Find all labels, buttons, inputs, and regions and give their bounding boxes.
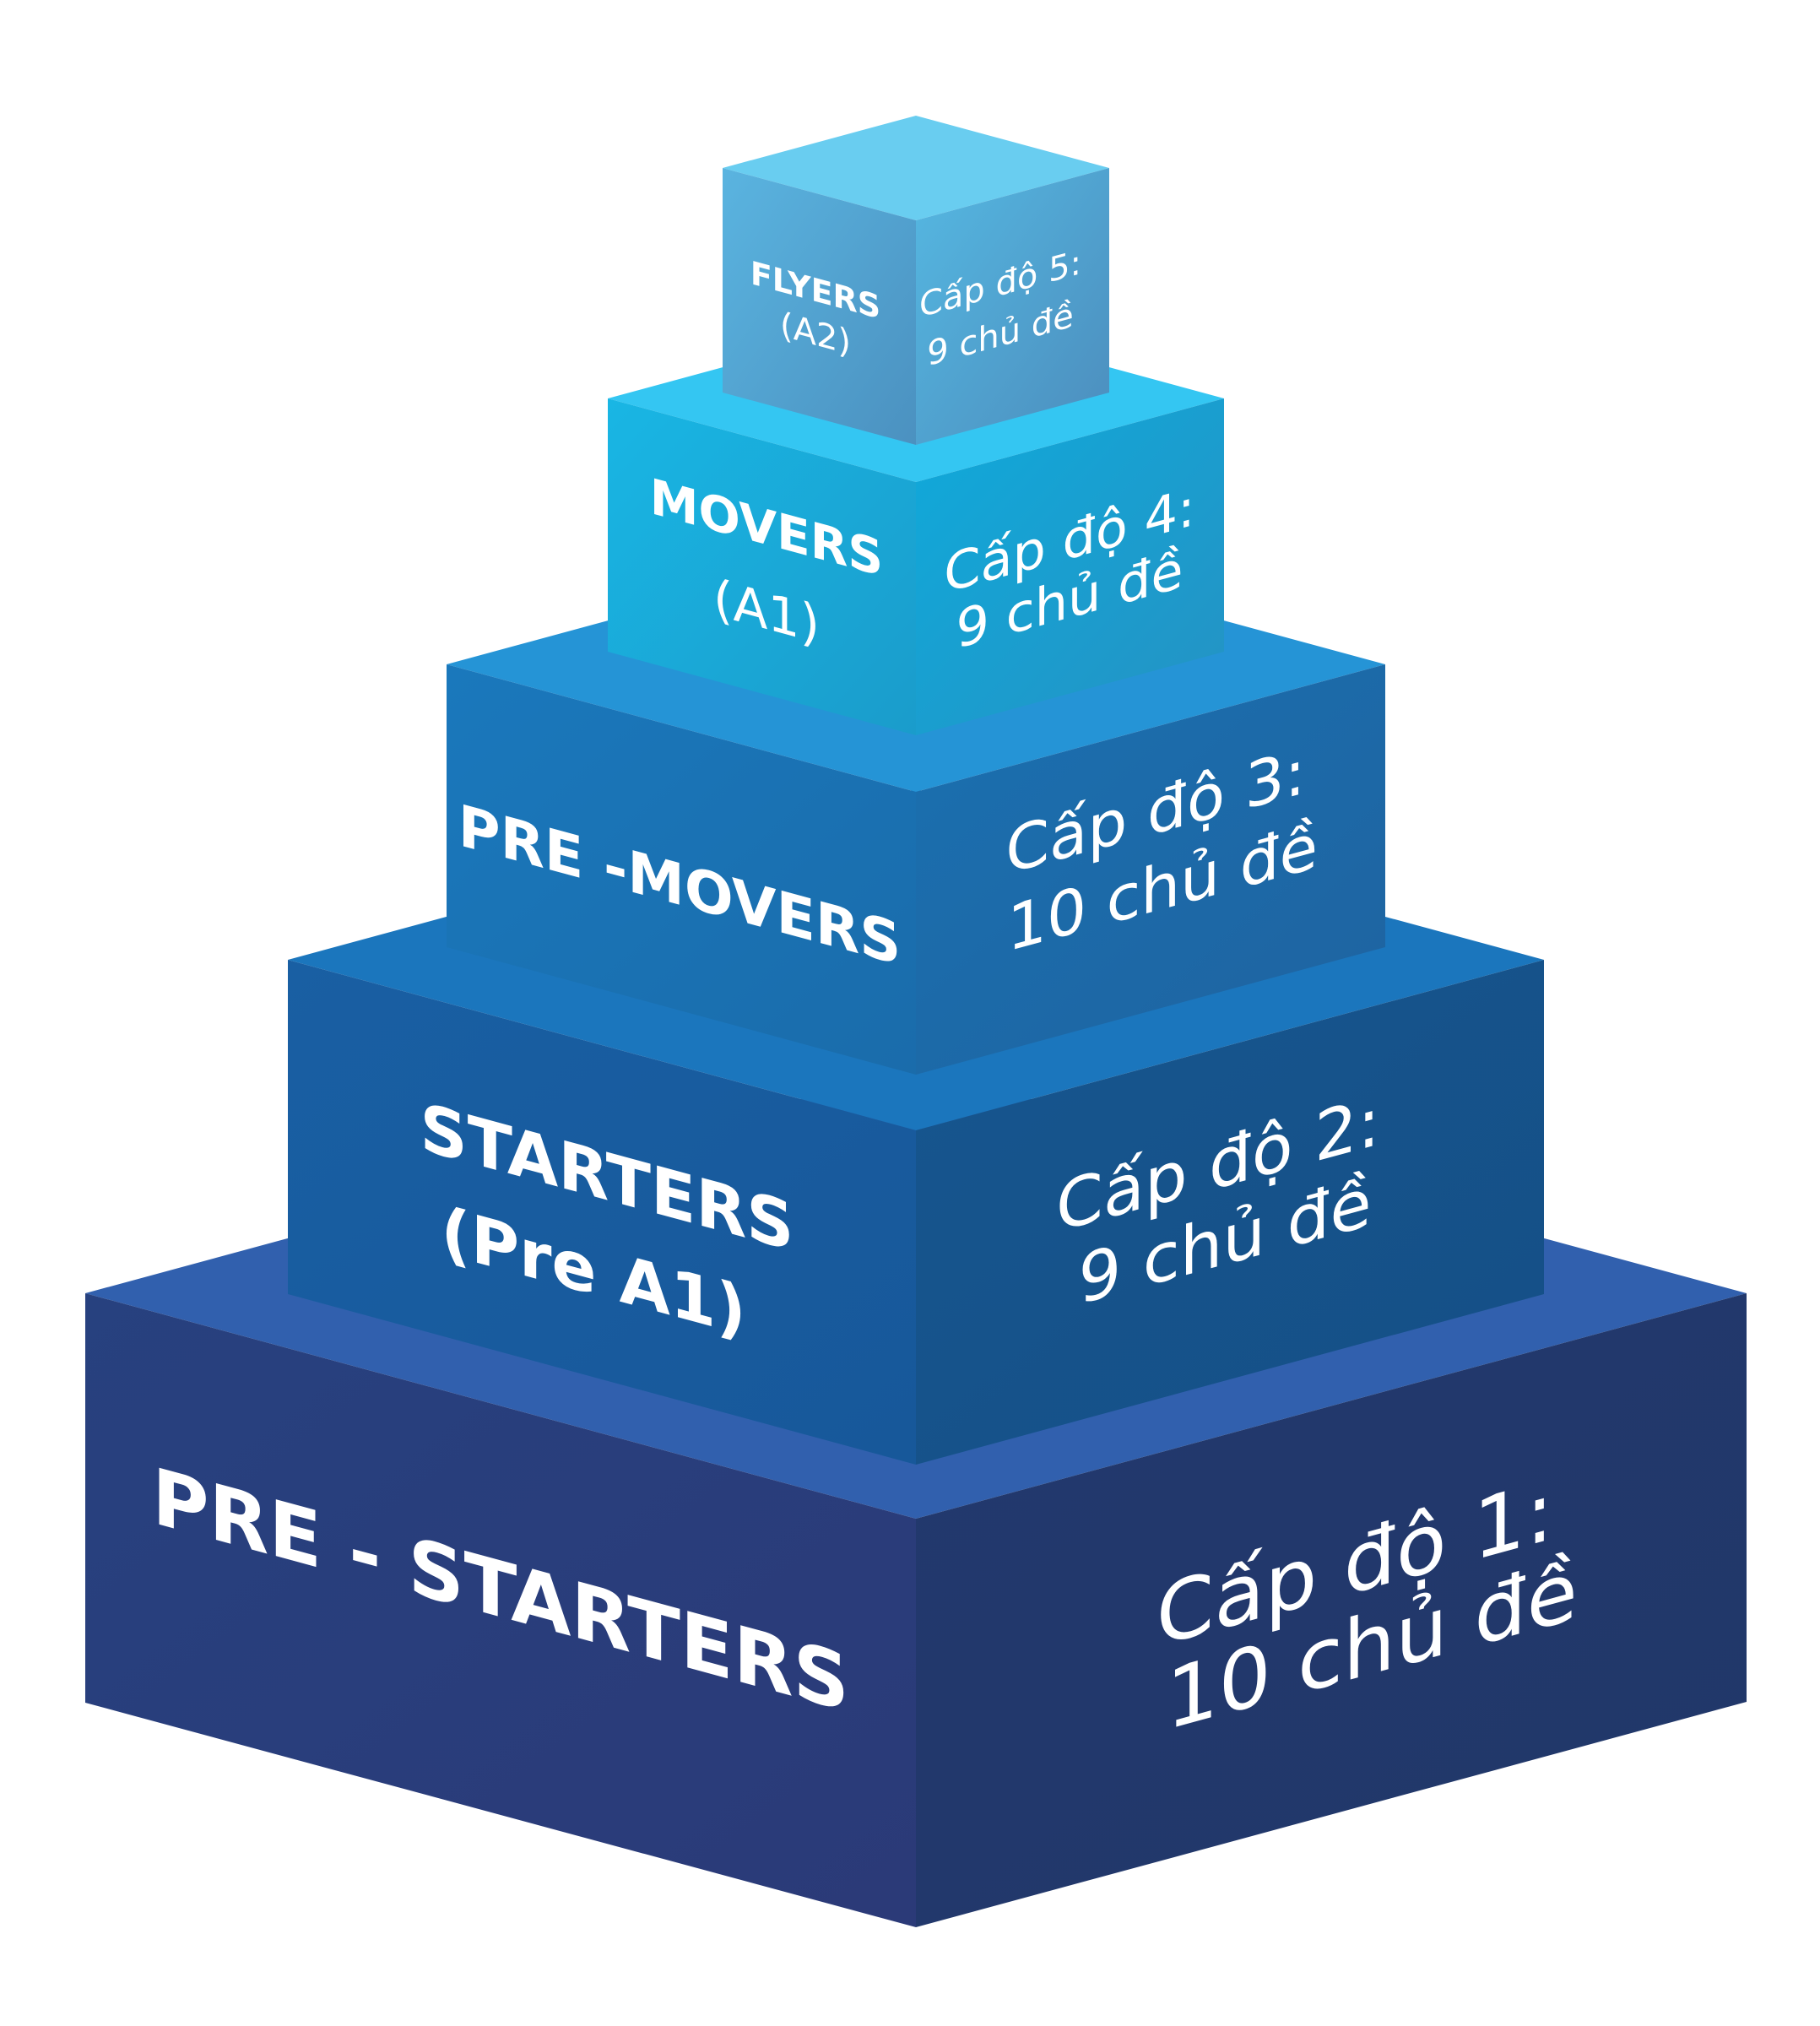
tier-right-face xyxy=(916,664,1385,1075)
tier-left-face xyxy=(447,664,916,1075)
tier-left-face xyxy=(85,1293,916,1927)
tier-right-face xyxy=(916,398,1224,735)
tier-right-face xyxy=(916,1293,1747,1927)
tier-left-face xyxy=(608,398,916,735)
tier-left-face xyxy=(288,960,916,1465)
tier-left-face xyxy=(723,168,916,445)
tier-right-face xyxy=(916,168,1109,445)
tier-flyers: FLYERS (A2) Cấp độ 5: 9 chủ đề xyxy=(723,116,1109,445)
tier-right-face xyxy=(916,960,1544,1465)
